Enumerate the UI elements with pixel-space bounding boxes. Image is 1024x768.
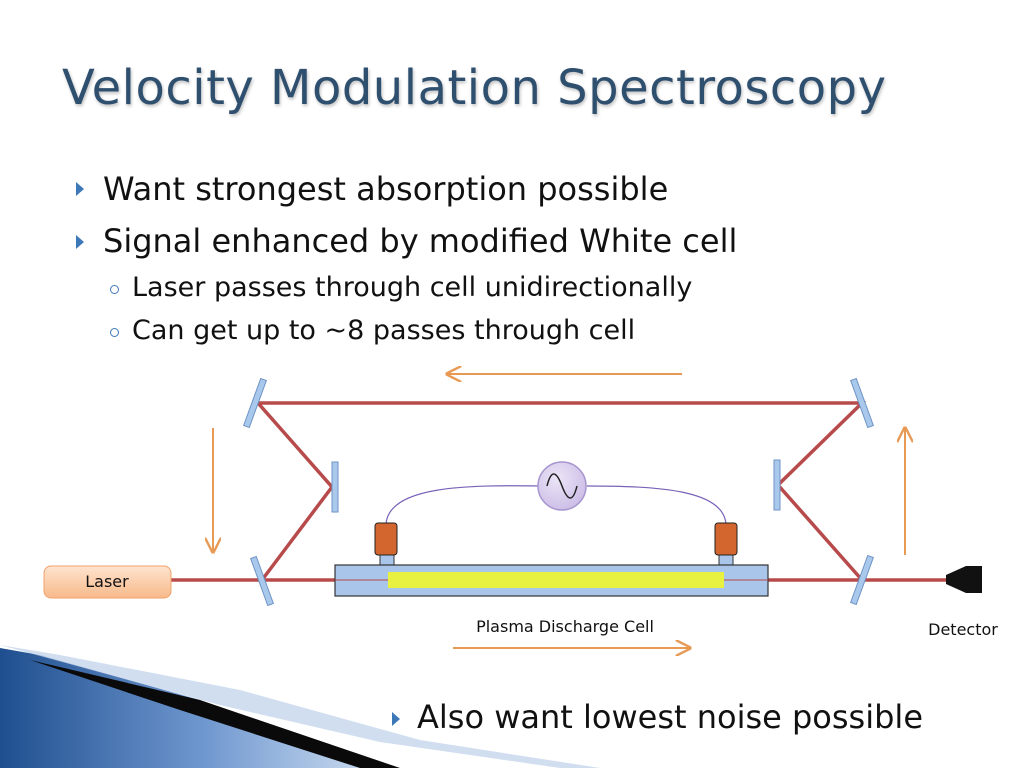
bullet-arrow-icon [392,712,400,726]
mirror-top-right [849,377,875,429]
ac-source-icon [537,461,587,511]
laser-label: Laser [85,572,129,591]
bullet-arrow-icon [76,235,84,249]
detector-icon [946,566,982,593]
electrode-left [374,522,398,556]
plasma-discharge-cell [334,522,769,597]
bullet-item: Signal enhanced by modified White cell [103,222,738,260]
bottom-bullet-item: Also want lowest noise possible [417,698,923,736]
discharge-wire [385,485,727,527]
mirror-inner-left [331,461,339,513]
plasma-column [388,572,724,588]
sub-bullet-item: Can get up to ~8 passes through cell [132,315,636,346]
sub-bullet-ring-icon [110,285,119,294]
slide-title: Velocity Modulation Spectroscopy [62,60,887,116]
sub-bullet-ring-icon [110,328,119,337]
mirror-bottom-left [249,555,275,607]
electrode-right [714,522,738,556]
direction-arrows [213,374,905,648]
bullet-item: Want strongest absorption possible [103,170,669,208]
mirror-group [242,377,875,607]
mirror-inner-right [773,459,781,511]
detector-label: Detector [928,620,998,639]
detector: Detector [928,566,998,639]
mirror-top-left [242,377,268,429]
bullet-arrow-icon [76,182,84,196]
sub-bullet-item: Laser passes through cell unidirectional… [132,272,693,303]
cell-label: Plasma Discharge Cell [476,617,654,636]
mirror-bottom-right [849,554,875,606]
laser-source: Laser [43,565,172,599]
